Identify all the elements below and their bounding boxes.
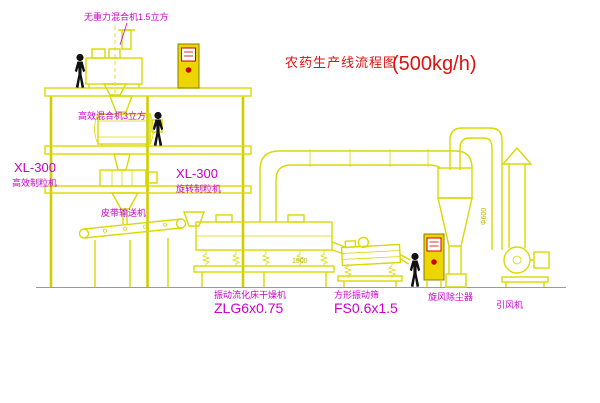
leader-line <box>119 22 128 46</box>
worker-figure <box>409 252 421 287</box>
label-cyclone: 旋风除尘器 <box>428 291 473 302</box>
label-granulator-model-left: XL-300 <box>14 160 56 175</box>
fan-and-stack <box>501 146 550 287</box>
cyclone-separator <box>437 167 473 288</box>
label-belt-conveyor: 皮带输送机 <box>101 207 146 218</box>
label-gravity-mixer: 无重力混合机1.5立方 <box>84 11 169 22</box>
label-dryer-name: 振动流化床干燥机 <box>214 289 286 300</box>
page-title: 农药生产线流程图 <box>285 55 397 70</box>
worker-figure <box>74 53 86 88</box>
indicator-light <box>185 67 192 73</box>
control-cabinet-lower <box>423 233 445 287</box>
label-screen-model: FS0.6x1.5 <box>334 300 398 316</box>
vibrating-screen <box>337 236 411 287</box>
indicator-light <box>431 259 437 265</box>
annotation-duct-diameter: Φ600 <box>481 208 488 225</box>
label-granulator-name-left: 高效制粒机 <box>12 177 57 188</box>
worker-figure <box>152 111 164 146</box>
label-dryer-model: ZLG6x0.75 <box>214 300 283 316</box>
efficient-mixer <box>94 95 163 171</box>
control-cabinet-upper <box>177 43 200 89</box>
label-granulator-name-right: 旋转制粒机 <box>176 183 221 194</box>
label-granulator-model-right: XL-300 <box>176 166 218 181</box>
exhaust-duct <box>259 149 473 222</box>
label-screen-name: 方形振动筛 <box>334 289 379 300</box>
label-fan: 引风机 <box>496 299 523 310</box>
page-title-capacity: (500kg/h) <box>392 53 477 75</box>
granulator <box>99 169 158 224</box>
label-efficient-mixer: 高效混合机3立方 <box>78 110 146 121</box>
annotation-dryer-dimension: 1500 <box>292 258 308 265</box>
belt-conveyor <box>78 218 187 287</box>
fluidbed-dryer <box>183 211 349 287</box>
cyclone-outlet-pipe <box>449 127 503 250</box>
plant-structure <box>44 87 252 287</box>
gravity-mixer <box>85 26 143 96</box>
